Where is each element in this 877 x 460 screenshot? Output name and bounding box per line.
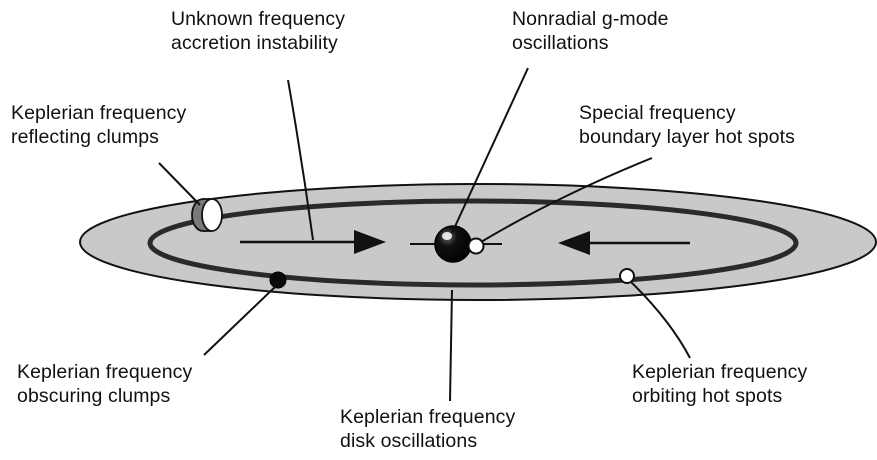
- label-line: Keplerian frequency: [632, 360, 807, 384]
- label-reflecting-clumps: Keplerian frequency reflecting clumps: [11, 101, 186, 149]
- orbiting-hot-spot: [620, 269, 634, 283]
- label-line: obscuring clumps: [17, 384, 192, 408]
- label-line: orbiting hot spots: [632, 384, 807, 408]
- label-line: disk oscillations: [340, 429, 515, 453]
- star-highlight: [442, 232, 452, 240]
- pointer-line-obscuring: [204, 286, 276, 355]
- label-disk-oscillations: Keplerian frequency disk oscillations: [340, 405, 515, 453]
- pointer-line-reflecting: [159, 163, 200, 205]
- label-line: Nonradial g-mode: [512, 7, 669, 31]
- label-line: reflecting clumps: [11, 125, 186, 149]
- label-line: accretion instability: [171, 31, 345, 55]
- label-nonradial-g-mode: Nonradial g-mode oscillations: [512, 7, 669, 55]
- label-line: Keplerian frequency: [17, 360, 192, 384]
- label-obscuring-clumps: Keplerian frequency obscuring clumps: [17, 360, 192, 408]
- label-line: Unknown frequency: [171, 7, 345, 31]
- label-orbiting-hot-spots: Keplerian frequency orbiting hot spots: [632, 360, 807, 408]
- label-line: Special frequency: [579, 101, 795, 125]
- label-line: Keplerian frequency: [340, 405, 515, 429]
- label-line: Keplerian frequency: [11, 101, 186, 125]
- reflecting-clump: [192, 199, 222, 231]
- pointer-line-disk: [450, 290, 452, 401]
- label-line: oscillations: [512, 31, 669, 55]
- label-unknown-frequency: Unknown frequency accretion instability: [171, 7, 345, 55]
- label-boundary-layer-hot-spots: Special frequency boundary layer hot spo…: [579, 101, 795, 149]
- obscuring-clump: [270, 272, 286, 288]
- label-line: boundary layer hot spots: [579, 125, 795, 149]
